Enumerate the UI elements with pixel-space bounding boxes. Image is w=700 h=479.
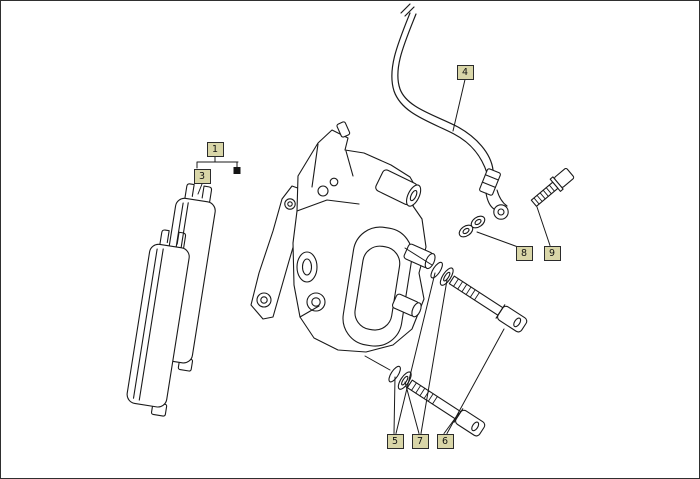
leader-line-9 xyxy=(536,206,551,246)
hose-cut-mark xyxy=(400,3,415,17)
banjo-eye xyxy=(493,204,509,220)
spring-washer-upper xyxy=(430,261,443,279)
callout-5: 5 xyxy=(386,433,404,449)
leader-line-6 xyxy=(446,328,505,434)
brake-caliper xyxy=(250,121,436,353)
bolt-axis-lines xyxy=(364,247,433,371)
callout-4: 4 xyxy=(456,64,474,80)
leader-line-5 xyxy=(395,272,436,434)
leader-line-5 xyxy=(393,376,396,434)
callout-7: 7 xyxy=(411,433,429,449)
leader-line-3 xyxy=(197,183,203,195)
caliper-window xyxy=(342,226,413,347)
sealing-washers xyxy=(458,215,486,238)
callout-9: 9 xyxy=(543,245,561,261)
assembly-marker-square xyxy=(233,167,241,174)
callout-6: 6 xyxy=(436,433,454,449)
banjo-bolt xyxy=(530,168,575,207)
bracket-hole-lower xyxy=(256,292,272,308)
bleed-screw xyxy=(336,121,351,138)
leader-line-8 xyxy=(476,231,519,248)
mount-bolt-upper xyxy=(430,261,528,333)
callout-8: 8 xyxy=(515,245,533,261)
hose-boss xyxy=(375,169,422,207)
leader-line-4 xyxy=(452,79,466,132)
spring-washer-lower xyxy=(388,365,401,383)
brake-pad-front xyxy=(126,229,190,417)
bracket-hole-upper xyxy=(284,198,296,210)
callout-bracket-1 xyxy=(196,161,241,174)
leader-line-7 xyxy=(420,279,448,434)
leader-lines xyxy=(197,79,551,434)
banjo-fitting xyxy=(479,168,509,220)
callout-1: 1 xyxy=(206,141,224,157)
brake-hose xyxy=(391,3,494,174)
caliper-piston-lower xyxy=(391,293,422,318)
mount-bolt-lower xyxy=(388,365,486,437)
callout-3: 3 xyxy=(193,168,211,184)
leader-line-7 xyxy=(404,381,420,434)
